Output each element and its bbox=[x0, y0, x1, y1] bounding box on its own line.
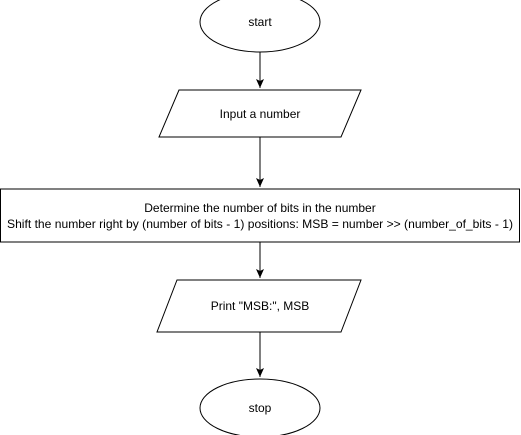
start-node: start bbox=[199, 0, 321, 53]
process-node: Determine the number of bits in the numb… bbox=[0, 188, 520, 243]
input-label: Input a number bbox=[220, 107, 301, 121]
stop-label: stop bbox=[249, 401, 272, 415]
start-terminator-shape bbox=[199, 0, 321, 53]
process-rectangle-shape bbox=[0, 188, 520, 243]
process-label-line-2: Shift the number right by (number of bit… bbox=[7, 217, 513, 231]
start-label: start bbox=[248, 15, 272, 29]
process-label-line-1: Determine the number of bits in the numb… bbox=[144, 201, 375, 215]
print-label: Print "MSB:", MSB bbox=[211, 299, 310, 313]
input-parallelogram-shape bbox=[158, 89, 362, 138]
print-node: Print "MSB:", MSB bbox=[156, 279, 362, 333]
input-node: Input a number bbox=[158, 89, 362, 138]
stop-terminator-shape bbox=[199, 378, 321, 435]
stop-node: stop bbox=[199, 378, 321, 435]
print-parallelogram-shape bbox=[156, 279, 362, 333]
